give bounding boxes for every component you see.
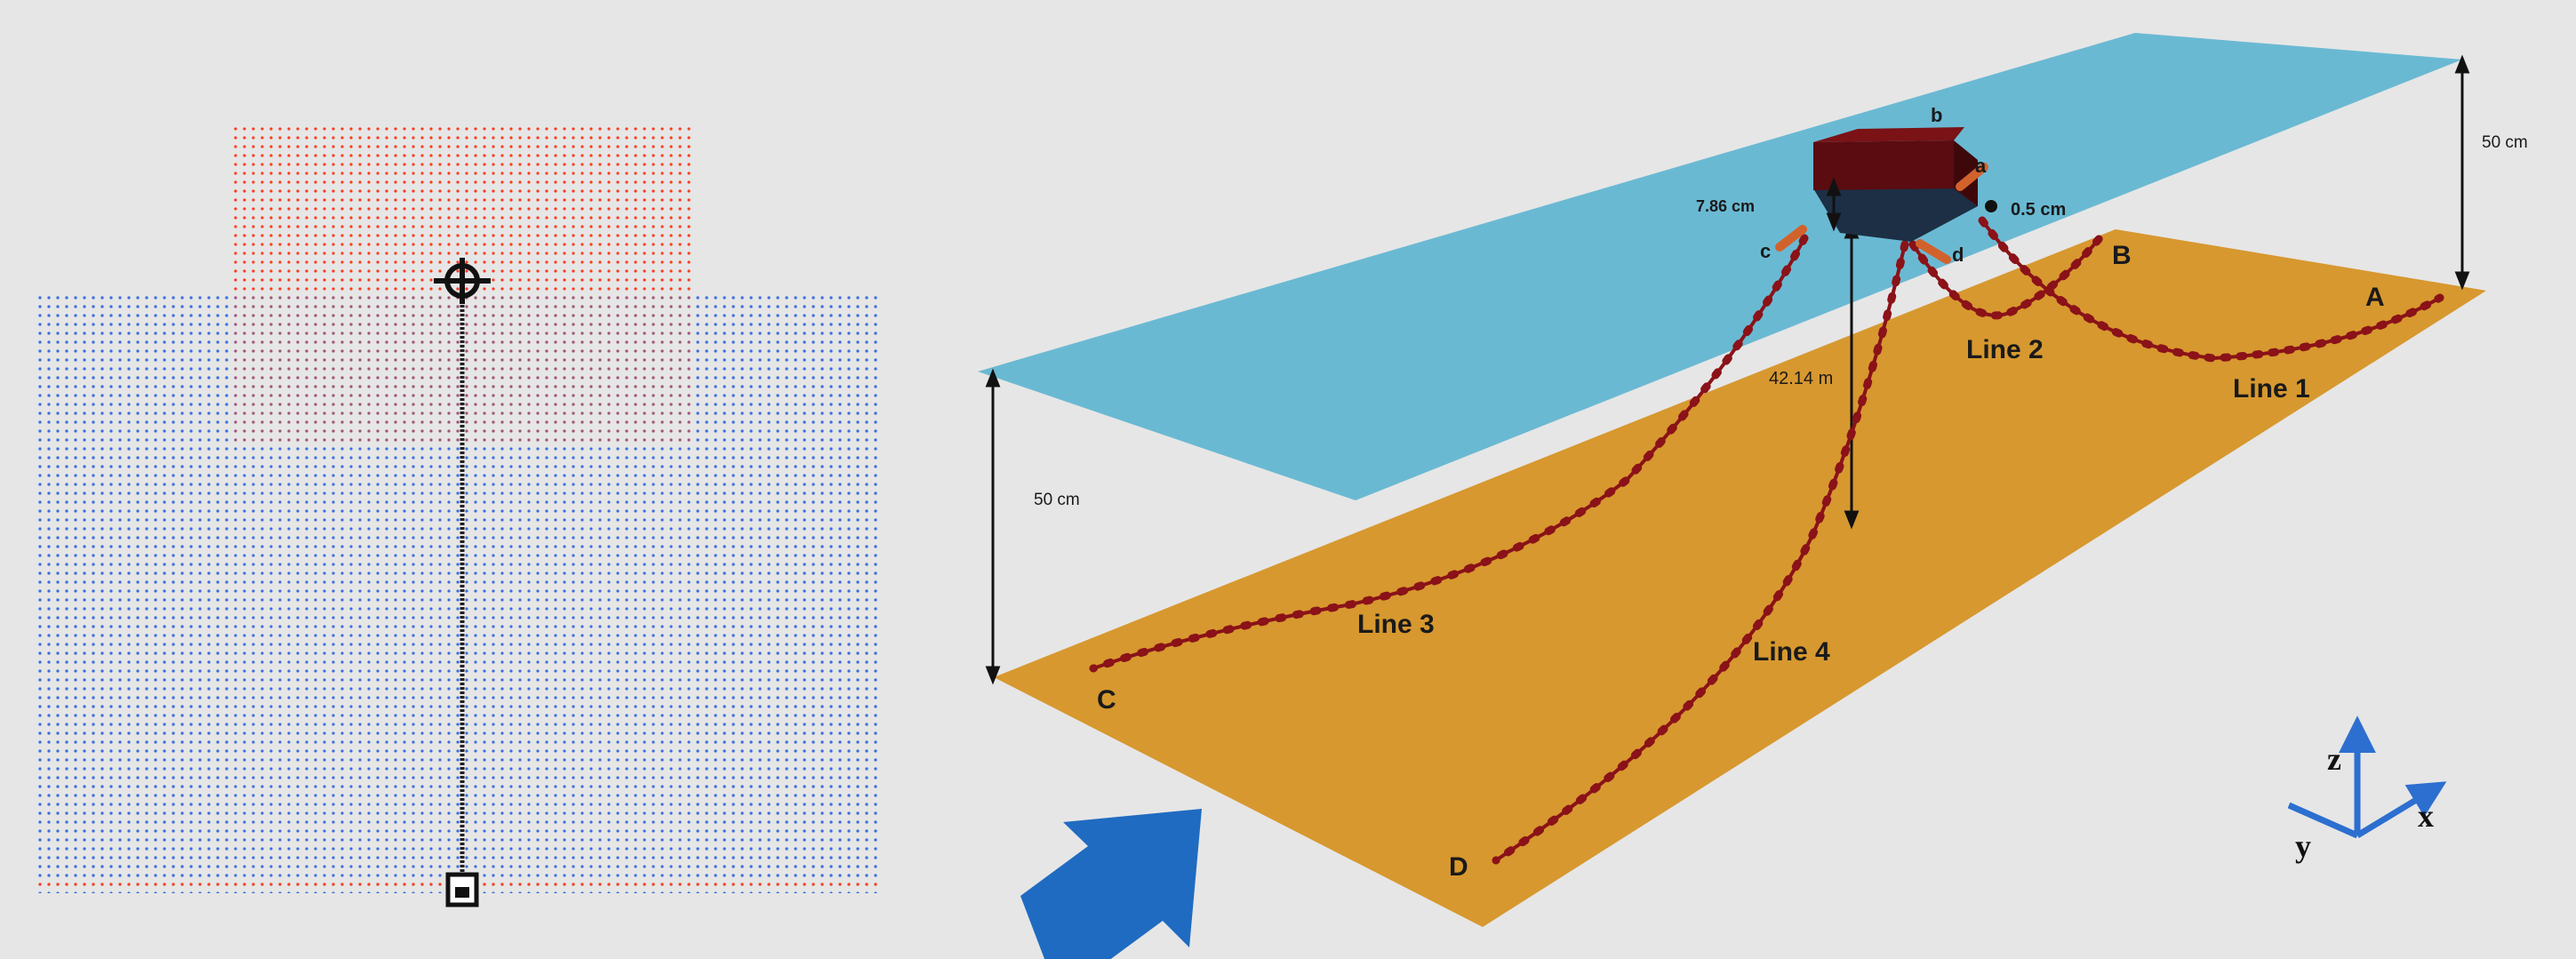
fairlead-c bbox=[1775, 225, 1807, 252]
label-line-1: Line 1 bbox=[2233, 374, 2310, 404]
draft-label: 42.14 m bbox=[1769, 369, 1833, 388]
fluid-particles-overlay-right bbox=[693, 293, 880, 880]
label-end-B: B bbox=[2112, 241, 2132, 270]
platform-box-front bbox=[1813, 140, 1954, 190]
particle-domain bbox=[36, 124, 880, 907]
mooring-lines bbox=[1089, 216, 2444, 865]
water-surface-plane bbox=[978, 33, 2462, 500]
platform-box-top bbox=[1813, 127, 1964, 142]
axis-x-line bbox=[2356, 781, 2447, 838]
fairlead-a bbox=[1956, 163, 1988, 191]
floating-platform bbox=[1775, 127, 1997, 264]
coordinate-axes: z x y bbox=[2287, 715, 2447, 864]
label-d: d bbox=[1952, 244, 1964, 266]
axis-y-label: y bbox=[2295, 828, 2311, 864]
mooring-line-4-dots bbox=[1492, 240, 1909, 865]
label-end-D: D bbox=[1449, 852, 1468, 882]
mooring-line-3-dots bbox=[1089, 234, 1809, 673]
label-05: 0.5 cm bbox=[2011, 200, 2066, 220]
label-b: b bbox=[1931, 104, 1942, 126]
depth-label-left: 50 cm bbox=[1034, 491, 1080, 509]
fluid-particles-overlay bbox=[36, 293, 229, 880]
mooring-line-1-core bbox=[1980, 219, 2441, 361]
axis-y-line bbox=[2287, 802, 2359, 839]
label-line-2: Line 2 bbox=[1966, 335, 2044, 364]
label-line-3: Line 3 bbox=[1357, 610, 1435, 639]
wave-direction-arrow bbox=[1020, 809, 1202, 959]
label-786: 7.86 cm bbox=[1696, 197, 1755, 215]
label-a: a bbox=[1975, 155, 1987, 177]
label-c: c bbox=[1760, 240, 1771, 262]
label-line-4: Line 4 bbox=[1753, 637, 1830, 667]
axis-z-label: z bbox=[2327, 741, 2341, 777]
platform-base-side bbox=[1813, 187, 1978, 242]
fairlead-node bbox=[1985, 200, 1997, 212]
label-end-A: A bbox=[2365, 283, 2385, 312]
axis-x-label: x bbox=[2418, 798, 2434, 834]
seabed-plane bbox=[994, 229, 2486, 927]
label-end-C: C bbox=[1097, 685, 1116, 715]
fairlead-d bbox=[1916, 239, 1951, 264]
anchor-square-icon bbox=[445, 872, 479, 907]
crosshair-icon bbox=[434, 258, 491, 304]
depth-label-right: 50 cm bbox=[2482, 133, 2528, 152]
mooring-line-2-dots bbox=[1908, 234, 2104, 320]
